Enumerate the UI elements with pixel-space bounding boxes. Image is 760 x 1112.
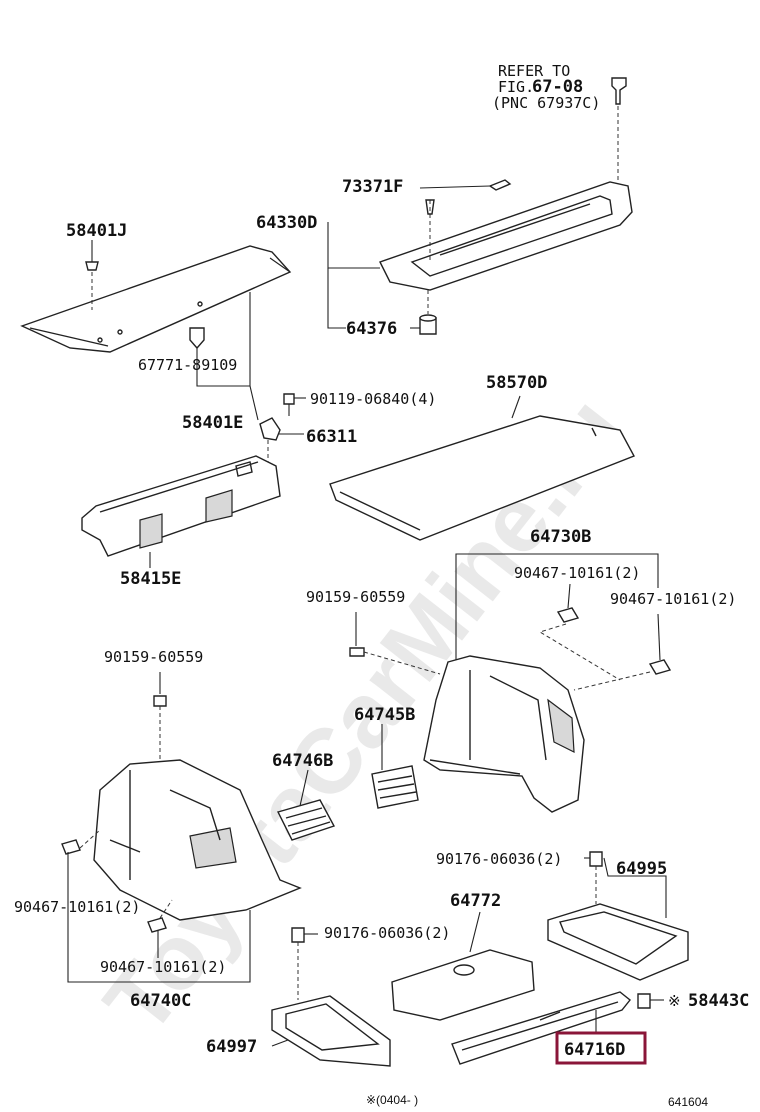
refer-line1: REFER TO — [498, 62, 570, 80]
refer-pnc: (PNC 67937C) — [492, 94, 600, 112]
label-58401E[interactable]: 58401E — [182, 413, 243, 433]
label-64330D[interactable]: 64330D — [256, 213, 317, 233]
bolt-90119[interactable] — [283, 393, 295, 416]
vent-64745B[interactable] — [371, 765, 419, 809]
label-58415E[interactable]: 58415E — [120, 569, 181, 589]
highlight-box-64716D — [555, 1031, 647, 1065]
clip-90467-left-upper[interactable] — [61, 839, 81, 855]
label-90467-10161-b[interactable]: 90467-10161(2) — [610, 590, 736, 608]
refer-fig-number[interactable]: 67-08 — [532, 77, 583, 97]
label-90176-06036-b[interactable]: 90176-06036(2) — [324, 924, 450, 942]
label-64740C[interactable]: 64740C — [130, 991, 191, 1011]
bolt-90159-left[interactable] — [153, 695, 167, 707]
label-64376[interactable]: 64376 — [346, 319, 397, 339]
footer-note: ※(0404- ) — [366, 1093, 418, 1107]
bracket-66311[interactable] — [259, 417, 281, 441]
clip-67771[interactable] — [189, 327, 205, 350]
label-90176-06036-a[interactable]: 90176-06036(2) — [436, 850, 562, 868]
label-64746B[interactable]: 64746B — [272, 751, 333, 771]
vent-64746B[interactable] — [276, 799, 336, 841]
label-64745B[interactable]: 64745B — [354, 705, 415, 725]
tray-64997[interactable] — [271, 995, 391, 1067]
label-64716D[interactable]: 64716D — [564, 1040, 625, 1060]
label-64772[interactable]: 64772 — [450, 891, 501, 911]
label-66311[interactable]: 66311 — [306, 427, 357, 447]
label-58401J[interactable]: 58401J — [66, 221, 127, 241]
label-90119-06840[interactable]: 90119-06840(4) — [310, 390, 436, 408]
clip-90467-right[interactable] — [648, 659, 672, 675]
label-90159-60559-b[interactable]: 90159-60559 — [104, 648, 203, 666]
clip-90467-upper[interactable] — [556, 607, 580, 623]
clip-58443C[interactable] — [637, 993, 651, 1009]
leader-lines — [67, 185, 667, 1047]
scuff-plate-64716D[interactable] — [451, 991, 631, 1065]
clip-58401J[interactable] — [85, 261, 99, 310]
cover-64772[interactable] — [391, 949, 535, 1021]
package-tray-trim-64330D[interactable] — [379, 179, 633, 291]
tray-64995[interactable] — [547, 903, 689, 981]
bolt-90159-right[interactable] — [349, 647, 365, 657]
shelf-support-58415E[interactable] — [81, 455, 281, 557]
side-trim-64740C[interactable] — [93, 759, 302, 921]
clip-90176-right[interactable] — [589, 851, 603, 867]
label-90467-10161-d[interactable]: 90467-10161(2) — [100, 958, 226, 976]
label-73371F[interactable]: 73371F — [342, 177, 403, 197]
footer-code: 641604 — [668, 1095, 708, 1109]
label-90159-60559-a[interactable]: 90159-60559 — [306, 588, 405, 606]
label-64997[interactable]: 64997 — [206, 1037, 257, 1057]
deck-board-58570D[interactable] — [329, 415, 635, 541]
side-trim-64730B[interactable] — [423, 655, 585, 813]
label-90467-10161-c[interactable]: 90467-10161(2) — [14, 898, 140, 916]
clip-67-08[interactable] — [611, 77, 627, 105]
label-67771-89109[interactable]: 67771-89109 — [138, 356, 237, 374]
label-90467-10161-a[interactable]: 90467-10161(2) — [514, 564, 640, 582]
refer-fig-prefix: FIG. — [498, 78, 534, 96]
label-58443C-mark: ※ — [668, 992, 681, 1010]
fastener-64376[interactable] — [419, 314, 437, 335]
label-64995[interactable]: 64995 — [616, 859, 667, 879]
label-64730B[interactable]: 64730B — [530, 527, 591, 547]
label-58443C[interactable]: 58443C — [688, 991, 749, 1011]
label-58570D[interactable]: 58570D — [486, 373, 547, 393]
clip-90467-left-lower[interactable] — [147, 917, 167, 933]
clip-90176-left[interactable] — [291, 927, 305, 943]
